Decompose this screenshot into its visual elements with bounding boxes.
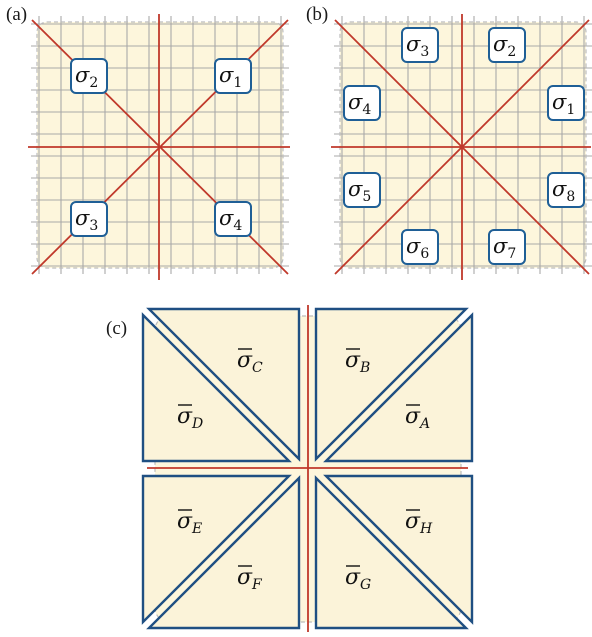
triangle-sector-C	[146, 307, 301, 462]
sector-label-F: σF	[237, 565, 263, 593]
triangle-sector-G	[314, 475, 469, 630]
sector-label-C: σC	[237, 348, 263, 376]
sector-label-A: σA	[405, 404, 430, 432]
svg-text:σE: σE	[177, 509, 202, 537]
region-label-box	[343, 172, 381, 208]
triangle-sector-D	[141, 312, 292, 463]
svg-text:σC: σC	[237, 348, 263, 376]
panel-a: (a) σ1 σ2 σ3 σ4	[6, 4, 290, 280]
region-label-box	[547, 85, 585, 121]
region-label-box	[214, 201, 252, 237]
triangle-sector-B	[314, 307, 469, 462]
panel-a-grid	[31, 16, 289, 274]
panel-c-label: (c)	[106, 318, 127, 339]
region-label: σ6	[406, 234, 429, 262]
panel-a-boundary	[36, 21, 284, 269]
region-label-box	[488, 229, 526, 265]
panel-a-region-sigma1: σ1	[214, 58, 252, 94]
panel-b-region-sigma5: σ5	[343, 172, 381, 208]
region-label-box	[401, 229, 439, 265]
sector-label-G: σG	[345, 565, 371, 593]
triangle-sector-F	[146, 475, 301, 630]
region-label: σ5	[348, 177, 371, 205]
region-label-box	[488, 27, 526, 63]
region-label: σ4	[219, 206, 242, 234]
panel-a-region-sigma3: σ3	[70, 201, 108, 237]
panel-b-region-sigma3: σ3	[401, 27, 439, 63]
triangle-sector-A	[323, 312, 474, 463]
svg-text:σB: σB	[345, 348, 370, 376]
panel-b-region-sigma8: σ8	[547, 172, 585, 208]
region-label: σ1	[219, 63, 242, 91]
sector-label-D: σD	[177, 404, 203, 432]
region-label-box	[70, 201, 108, 237]
panel-b-label: (b)	[306, 4, 328, 25]
panel-b-region-sigma6: σ6	[401, 229, 439, 265]
region-label-box	[547, 172, 585, 208]
region-label-box	[343, 85, 381, 121]
svg-text:σD: σD	[177, 404, 203, 432]
region-label-box	[214, 58, 252, 94]
region-label: σ8	[552, 177, 575, 205]
panel-b-region-sigma4: σ4	[343, 85, 381, 121]
triangle-sector-E	[141, 474, 292, 625]
region-label: σ3	[75, 206, 98, 234]
panel-b-region-sigma7: σ7	[488, 229, 526, 265]
panel-b-region-sigma1: σ1	[547, 85, 585, 121]
region-label: σ2	[493, 32, 516, 60]
panel-b-region-sigma2: σ2	[488, 27, 526, 63]
panel-b-diagonal-up	[334, 19, 590, 275]
region-label: σ3	[406, 32, 429, 60]
svg-text:σH: σH	[405, 509, 433, 537]
region-label-box	[70, 58, 108, 94]
svg-text:σF: σF	[237, 565, 263, 593]
svg-text:σG: σG	[345, 565, 371, 593]
panel-b: (b) σ1 σ2 σ3 σ4 σ5 σ6	[306, 4, 592, 280]
sector-label-B: σB	[345, 348, 370, 376]
panel-a-region-sigma2: σ2	[70, 58, 108, 94]
sector-label-E: σE	[177, 509, 202, 537]
panel-a-region-sigma4: σ4	[214, 201, 252, 237]
triangle-sector-H	[323, 474, 474, 625]
region-label: σ1	[552, 90, 575, 118]
region-label: σ4	[348, 90, 371, 118]
region-label: σ7	[493, 234, 516, 262]
panel-b-boundary	[339, 21, 587, 269]
sector-label-H: σH	[405, 509, 433, 537]
region-label-box	[401, 27, 439, 63]
panel-a-label: (a)	[6, 4, 27, 25]
svg-text:σA: σA	[405, 404, 430, 432]
panel-c: (c) σC σD σB σA	[106, 305, 474, 632]
region-label: σ2	[75, 63, 98, 91]
